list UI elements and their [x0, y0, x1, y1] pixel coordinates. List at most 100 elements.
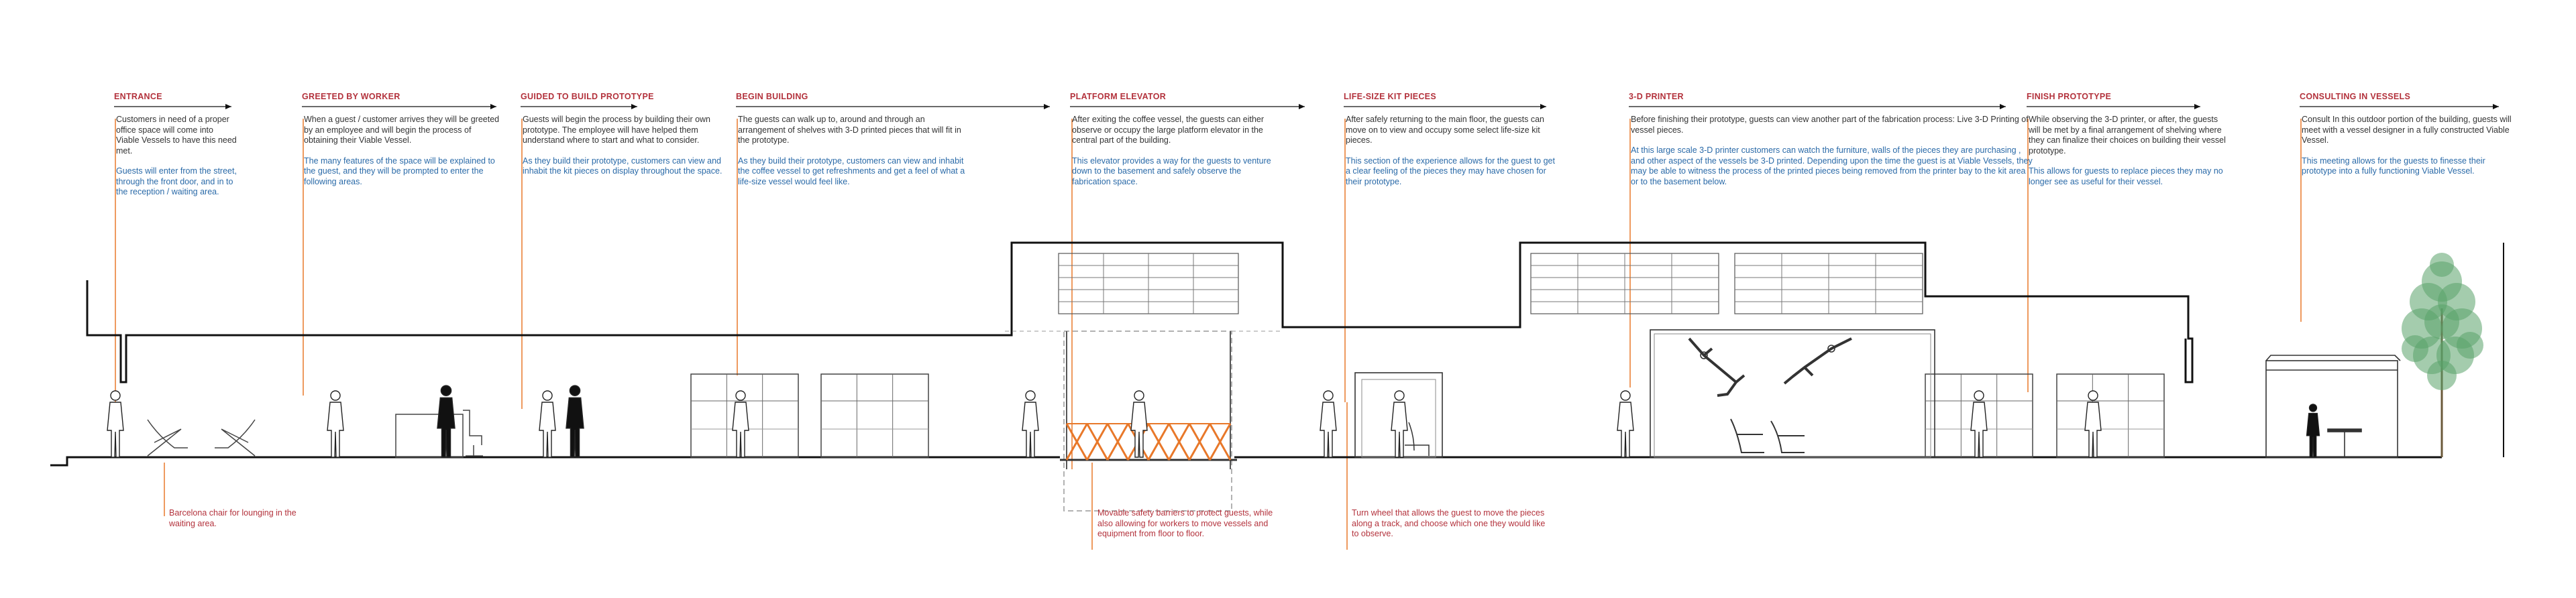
people-figures [107, 385, 2320, 458]
printed-chair-icon [1770, 420, 1805, 453]
stage-description: When a guest / customer arrives they wil… [304, 115, 500, 145]
stage-title-greeted: GREETED BY WORKER [302, 92, 400, 101]
tree-foliage [2457, 332, 2483, 359]
person-icon [539, 390, 556, 458]
lounge-chair-icon [1405, 422, 1430, 456]
stage-detail: The many features of the space will be e… [304, 156, 495, 186]
worker-icon [566, 385, 584, 458]
stage-title-life-size-kit: LIFE-SIZE KIT PIECES [1344, 92, 1436, 101]
note-safety-barriers: Movable safety barriers to protect guest… [1097, 508, 1273, 538]
vessel-roof [2265, 355, 2401, 361]
kit-shelf-unit [820, 373, 929, 458]
stage-text-finish-prototype: While observing the 3-D printer, or afte… [2029, 115, 2230, 187]
stage-header-rules [114, 104, 2499, 109]
stage-title-entrance: ENTRANCE [114, 92, 162, 101]
stage-detail: This section of the experience allows fo… [1346, 156, 1555, 186]
rule-arrowhead-icon [2493, 104, 2499, 109]
stage-detail: Guests will enter from the street, throu… [116, 166, 237, 196]
rule-arrowhead-icon [2000, 104, 2006, 109]
barcelona-chairs [147, 419, 256, 457]
elevator-shaft [1063, 331, 1232, 512]
safety-barrier [1065, 423, 1232, 461]
rule-arrowhead-icon [2194, 104, 2200, 109]
person-icon [1970, 390, 1988, 458]
stage-description: Before finishing their prototype, guests… [1631, 115, 2029, 135]
stage-title-consulting: CONSULTING IN VESSELS [2300, 92, 2411, 101]
stage-description: While observing the 3-D printer, or afte… [2029, 115, 2226, 156]
stage-description: After exiting the coffee vessel, the gue… [1072, 115, 1265, 145]
reception-desk [395, 410, 483, 458]
consulting-vessel [2265, 355, 2401, 458]
upper-shelving [1058, 253, 1923, 314]
stage-description: After safely returning to the main floor… [1346, 115, 1544, 145]
rule-arrowhead-icon [1540, 104, 1546, 109]
stage-title-begin-building: BEGIN BUILDING [736, 92, 808, 101]
barrier-strut [1086, 423, 1109, 461]
person-icon [1022, 390, 1039, 458]
upper-shelf-grid [1734, 253, 1923, 314]
barrier-strut [1065, 423, 1088, 461]
barrier-strut [1168, 423, 1191, 461]
stage-detail: This elevator provides a way for the gue… [1072, 156, 1271, 186]
note-barcelona-chair: Barcelona chair for lounging in the wait… [169, 508, 297, 528]
stage-title-finish-prototype: FINISH PROTOTYPE [2027, 92, 2112, 101]
upper-shelf-grid [1058, 253, 1239, 314]
barrier-strut [1188, 423, 1211, 461]
person-icon [107, 390, 124, 458]
kit-shelving-units [690, 373, 2165, 458]
rule-arrowhead-icon [225, 104, 231, 109]
office-chair-icon [463, 410, 483, 457]
stage-detail: This meeting allows for the guests to fi… [2302, 156, 2485, 176]
stage-text-life-size-kit: After safely returning to the main floor… [1346, 115, 1560, 187]
stage-description: The guests can walk up to, around and th… [738, 115, 961, 145]
person-icon [1391, 390, 1408, 458]
stage-title-guided: GUIDED TO BUILD PROTOTYPE [521, 92, 654, 101]
stage-detail: As they build their prototype, customers… [523, 156, 722, 176]
3d-printer-bay [1650, 329, 1935, 458]
leader-lines [115, 119, 2302, 550]
stage-detail: At this large scale 3-D printer customer… [1631, 145, 2033, 186]
stage-text-platform-elevator: After exiting the coffee vessel, the gue… [1072, 115, 1273, 187]
robot-arm-right-icon [1783, 337, 1852, 385]
robot-arm-left-icon [1688, 337, 1746, 397]
person-icon [732, 390, 749, 458]
stage-title-platform-elevator: PLATFORM ELEVATOR [1070, 92, 1167, 101]
rule-arrowhead-icon [631, 104, 637, 109]
worker-icon [437, 385, 455, 458]
person-icon [1130, 390, 1148, 458]
upper-shelf-grid [1530, 253, 1719, 314]
stage-description: Consult In this outdoor portion of the b… [2302, 115, 2512, 145]
printed-chair-icon [1730, 418, 1764, 453]
stage-detail: As they build their prototype, customers… [738, 156, 965, 186]
kit-shelf-unit [1925, 373, 2033, 458]
stage-detail: This allows for guests to replace pieces… [2029, 166, 2223, 186]
stage-text-begin-building: The guests can walk up to, around and th… [738, 115, 966, 187]
barcelona-chair-icon [215, 419, 256, 457]
robot-arm-joint-icon [1700, 351, 1708, 359]
stage-text-3d-printer: Before finishing their prototype, guests… [1631, 115, 2033, 187]
table-icon [2327, 428, 2362, 432]
tree-icon [2402, 253, 2483, 457]
printer-frame [1650, 329, 1935, 458]
rule-arrowhead-icon [1044, 104, 1050, 109]
robot-arm-joint-icon [1827, 345, 1835, 353]
barrier-strut [1106, 423, 1129, 461]
person-icon [327, 390, 344, 458]
person-icon [1320, 390, 1337, 458]
note-turn-wheel: Turn wheel that allows the guest to move… [1352, 508, 1546, 538]
stage-description: Customers in need of a proper office spa… [116, 115, 237, 156]
barcelona-chair-icon [147, 419, 188, 457]
stage-title-3d-printer: 3-D PRINTER [1629, 92, 1684, 101]
consultant-icon [2306, 404, 2320, 458]
tree-foliage [2402, 335, 2428, 362]
barrier-strut [1209, 423, 1232, 461]
barrier-strut [1147, 423, 1170, 461]
building-roof-outline [86, 241, 2194, 383]
tree-foliage [2424, 304, 2459, 339]
person-icon [2084, 390, 2102, 458]
tree-foliage [2427, 361, 2457, 390]
stage-text-greeted: When a guest / customer arrives they wil… [304, 115, 505, 187]
stage-text-guided: Guests will begin the process by buildin… [523, 115, 724, 177]
printer-inner-frame [1654, 333, 1931, 458]
